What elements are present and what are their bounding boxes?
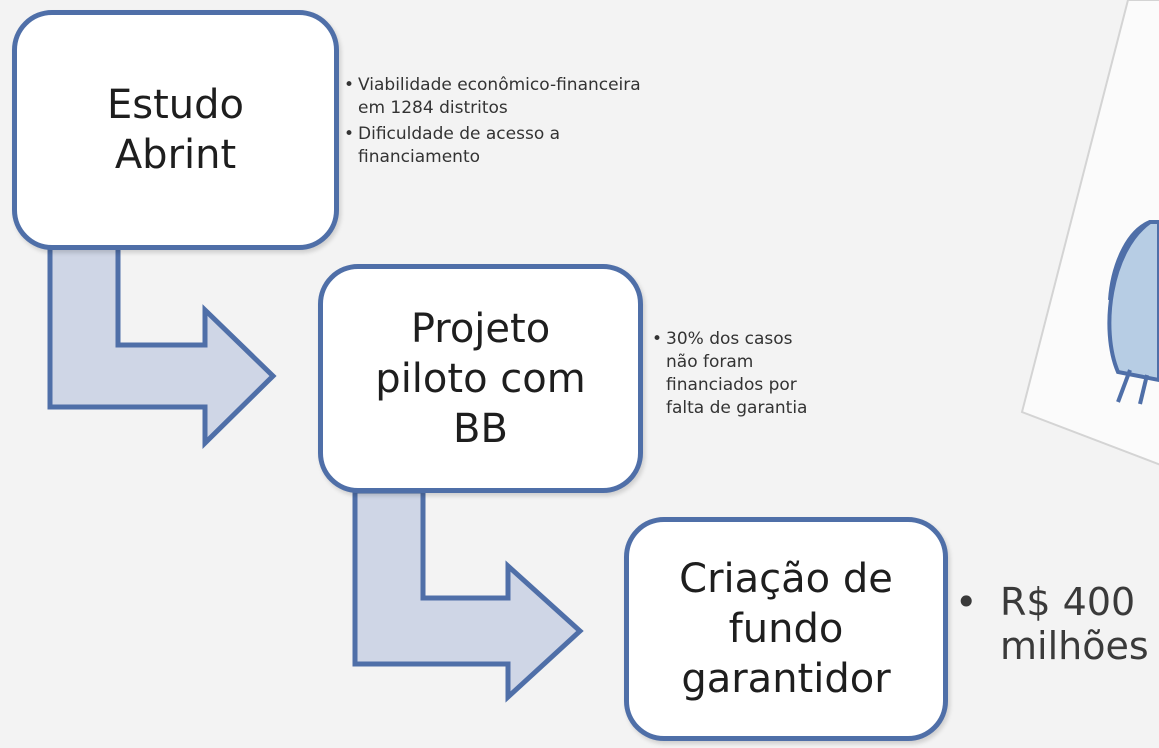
note-line: em 1284 distritos xyxy=(358,98,508,118)
step-3-line-3: garantidor xyxy=(681,656,891,702)
step-box-fundo-garantidor: Criação de fundo garantidor xyxy=(624,517,948,741)
note-line: Viabilidade econômico-financeira xyxy=(358,75,641,95)
step-1-notes: • Viabilidade econômico-financeira em 12… xyxy=(344,74,724,172)
step-3-notes: • R$ 400 milhões xyxy=(955,580,1149,668)
note-line: financiados por xyxy=(666,375,797,395)
bullet-icon: • xyxy=(652,329,663,349)
bullet-icon: • xyxy=(344,75,355,95)
note-item: • 30% dos casos não foram financiados po… xyxy=(652,328,852,420)
step-1-line-2: Abrint xyxy=(114,132,237,178)
note-line: não foram xyxy=(666,352,754,372)
note-item: • Viabilidade econômico-financeira em 12… xyxy=(344,74,724,120)
bullet-icon: • xyxy=(955,580,978,624)
step-2-line-2: piloto com xyxy=(375,355,586,402)
note-item: • R$ 400 milhões xyxy=(955,580,1149,668)
note-line: 30% dos casos xyxy=(666,329,793,349)
step-box-estudo-abrint: Estudo Abrint xyxy=(12,10,339,250)
step-3-line-2: fundo xyxy=(728,606,844,652)
step-2-notes: • 30% dos casos não foram financiados po… xyxy=(652,328,852,423)
bullet-icon: • xyxy=(344,124,355,144)
note-line: Dificuldade de acesso a xyxy=(358,124,561,144)
note-line: milhões xyxy=(1000,624,1149,668)
step-2-line-3: BB xyxy=(453,405,508,452)
step-3-line-1: Criação de xyxy=(679,556,893,602)
note-line: falta de garantia xyxy=(666,398,808,418)
note-item: • Dificuldade de acesso a financiamento xyxy=(344,123,724,169)
step-1-line-1: Estudo xyxy=(106,82,244,128)
connector-arrow-1 xyxy=(47,244,277,449)
connector-arrow-2 xyxy=(352,488,584,703)
note-line: financiamento xyxy=(358,147,481,167)
note-line: R$ 400 xyxy=(1000,580,1136,624)
step-box-projeto-piloto: Projeto piloto com BB xyxy=(318,264,643,493)
step-2-line-1: Projeto xyxy=(410,305,551,352)
